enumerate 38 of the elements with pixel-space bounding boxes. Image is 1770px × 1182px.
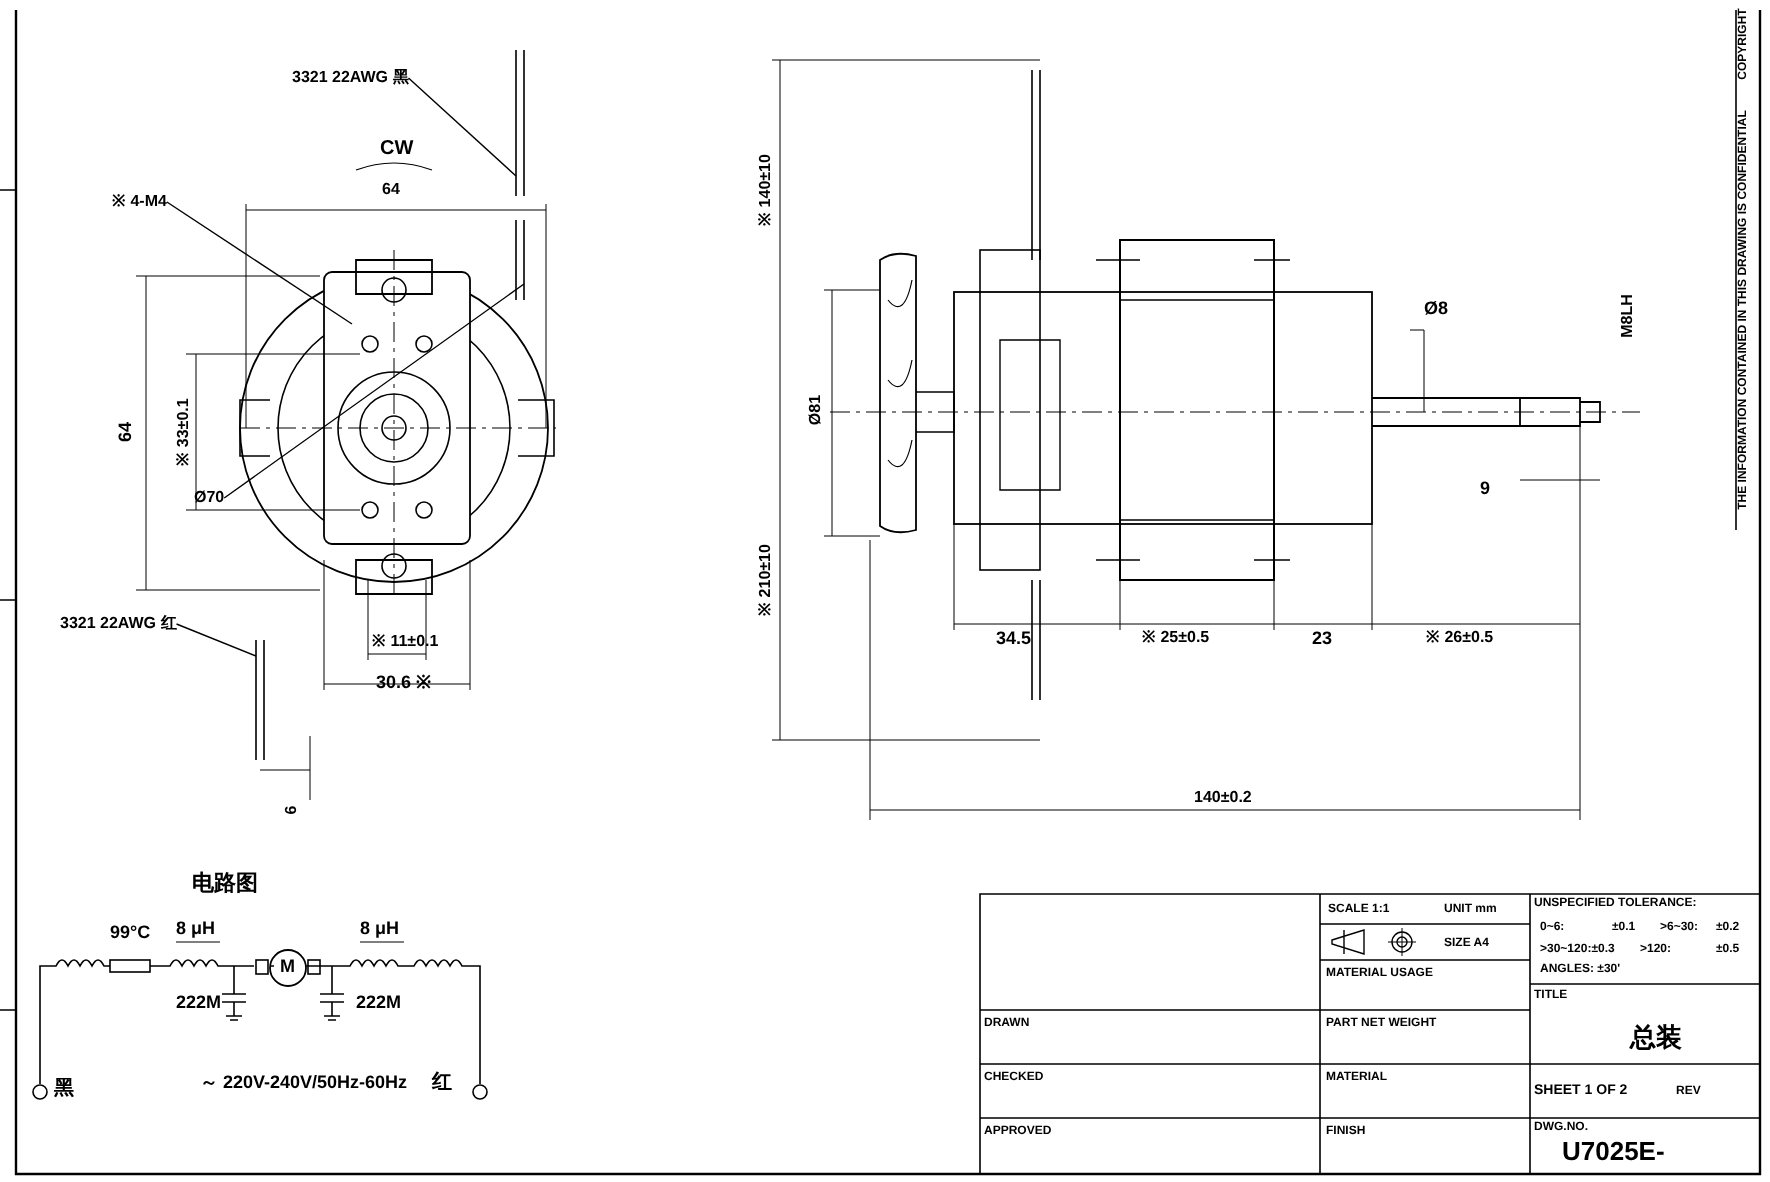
- terminal-label: 红: [432, 1074, 452, 1094]
- callout-text: ※ 4-M4: [112, 194, 167, 210]
- callout-text: Ø70: [194, 490, 225, 506]
- capacitor-value: 222M: [176, 994, 222, 1012]
- dimension-label: 34.5: [996, 630, 1032, 648]
- fuse-rating: 99°C: [110, 924, 151, 942]
- dimension-label: ※ 140±10: [758, 154, 774, 226]
- leader-line: [175, 623, 257, 657]
- dimension-label: 23: [1312, 630, 1333, 648]
- dimension-label: 64: [117, 422, 135, 442]
- rotation-label: CW: [380, 140, 414, 160]
- title-block-text: 总装: [1630, 1024, 1682, 1050]
- supply-rating: ～ 220V-240V/50Hz-60Hz: [200, 1074, 408, 1092]
- dimension-label: 9: [1480, 480, 1491, 498]
- dimension-label: ※ 25±0.5: [1142, 630, 1210, 646]
- dimension-label: Ø8: [1424, 300, 1449, 318]
- thread-label: M8LH: [1620, 294, 1636, 338]
- leader-line: [223, 283, 525, 499]
- inductor-value: 8 μH: [360, 920, 400, 938]
- motor-symbol-label: M: [280, 958, 295, 976]
- terminal-label: 黑: [54, 1080, 74, 1100]
- circuit-title: 电路图: [192, 874, 258, 896]
- dimension-label: 30.6 ※: [376, 674, 433, 692]
- dimension-label: ※ 33±0.1: [176, 398, 192, 466]
- dimension-label: ※ 210±10: [758, 544, 774, 616]
- dimension-label: 140±0.2: [1194, 790, 1252, 806]
- callout-text: 3321 22AWG 红: [60, 616, 177, 632]
- inductor-value: 8 μH: [176, 920, 216, 938]
- leader-line: [407, 77, 517, 177]
- dimension-label: Ø81: [808, 394, 824, 426]
- dimension-label: 64: [382, 182, 400, 198]
- callout-text: 3321 22AWG 黑: [292, 70, 409, 86]
- capacitor-value: 222M: [356, 994, 402, 1012]
- title-block-text: U7025E-: [1562, 1138, 1665, 1164]
- dimension-label: ※ 11±0.1: [372, 634, 439, 650]
- leader-line: [166, 201, 353, 325]
- dimension-label: ※ 26±0.5: [1426, 630, 1494, 646]
- dimension-label: 6: [284, 805, 300, 815]
